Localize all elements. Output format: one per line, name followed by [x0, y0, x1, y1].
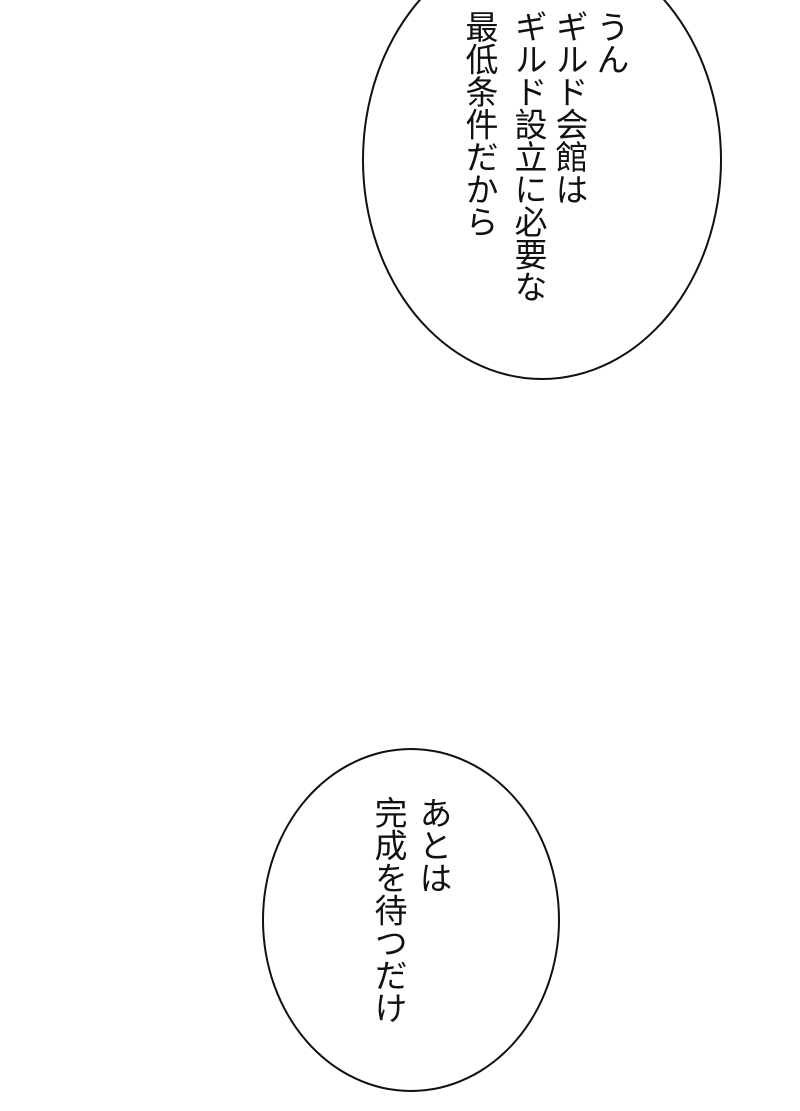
bubble-bottom-line-2: 完成を待つだけ	[369, 796, 408, 1024]
speech-bubble-bottom	[262, 748, 560, 1092]
bubble-bottom-line-1: あとは	[414, 796, 453, 894]
speech-bubble-top	[362, 0, 722, 380]
bubble-top-line-4: 最低条件だから	[460, 10, 499, 238]
bubble-top-line-3: ギルド設立に必要な	[509, 10, 548, 303]
bubble-top-line-2: ギルド会館は	[550, 10, 589, 205]
bubble-top-line-1: うん	[591, 10, 630, 75]
